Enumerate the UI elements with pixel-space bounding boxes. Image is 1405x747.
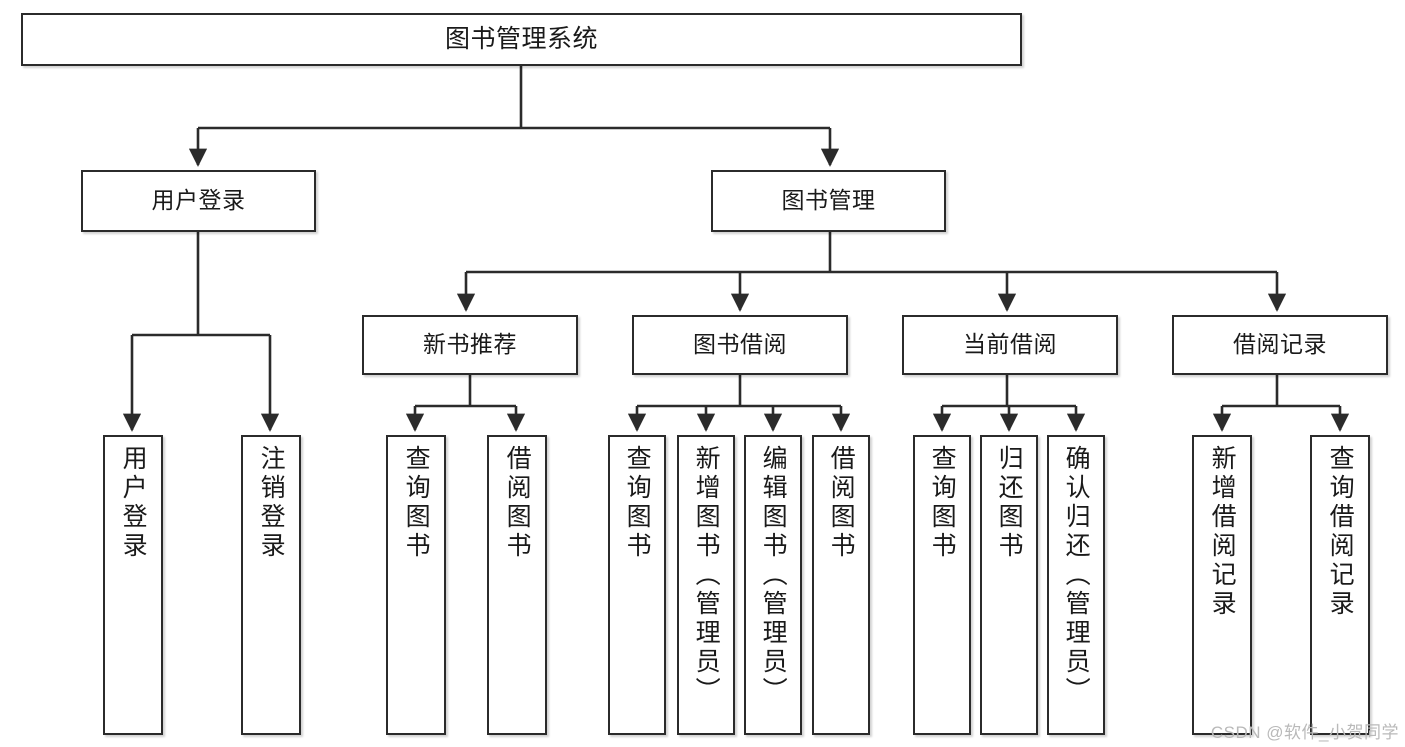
node-label: 新增借阅记录 [1208, 445, 1237, 619]
node-label: 归还图书 [995, 445, 1024, 561]
node-leaf-logout[interactable]: 注销登录 [241, 435, 301, 735]
node-leaf-query-books-current[interactable]: 查询图书 [913, 435, 971, 735]
node-leaf-borrow-books-new[interactable]: 借阅图书 [487, 435, 547, 735]
node-book-borrowing[interactable]: 图书借阅 [632, 315, 848, 375]
node-label: 查询图书 [928, 445, 957, 561]
node-leaf-return-books[interactable]: 归还图书 [980, 435, 1038, 735]
node-label: 查询借阅记录 [1326, 445, 1355, 619]
node-label: 图书借阅 [693, 331, 787, 358]
node-new-book-recommendation[interactable]: 新书推荐 [362, 315, 578, 375]
node-label: 新增图书（管理员） [692, 445, 721, 706]
node-leaf-query-books-new[interactable]: 查询图书 [386, 435, 446, 735]
node-label: 借阅记录 [1233, 331, 1327, 358]
node-leaf-query-borrow-record[interactable]: 查询借阅记录 [1310, 435, 1370, 735]
node-label: 注销登录 [257, 445, 286, 561]
node-label: 用户登录 [119, 445, 148, 561]
node-label: 查询图书 [623, 445, 652, 561]
node-current-borrowing[interactable]: 当前借阅 [902, 315, 1118, 375]
node-user-login[interactable]: 用户登录 [81, 170, 316, 232]
node-label: 借阅图书 [827, 445, 856, 561]
node-leaf-add-borrow-record[interactable]: 新增借阅记录 [1192, 435, 1252, 735]
node-root-book-management-system[interactable]: 图书管理系统 [21, 13, 1022, 66]
node-leaf-confirm-return-admin[interactable]: 确认归还（管理员） [1047, 435, 1105, 735]
node-label: 借阅图书 [503, 445, 532, 561]
node-label: 新书推荐 [423, 331, 517, 358]
node-label: 用户登录 [151, 187, 246, 214]
node-borrow-records[interactable]: 借阅记录 [1172, 315, 1388, 375]
node-label: 图书管理 [781, 187, 876, 214]
node-leaf-user-login[interactable]: 用户登录 [103, 435, 163, 735]
node-label: 编辑图书（管理员） [759, 445, 788, 706]
node-leaf-edit-book-admin[interactable]: 编辑图书（管理员） [744, 435, 802, 735]
node-book-management[interactable]: 图书管理 [711, 170, 946, 232]
node-label: 当前借阅 [963, 331, 1057, 358]
node-leaf-query-books-borrow[interactable]: 查询图书 [608, 435, 666, 735]
node-leaf-add-book-admin[interactable]: 新增图书（管理员） [677, 435, 735, 735]
node-label: 图书管理系统 [444, 24, 598, 53]
node-label: 查询图书 [402, 445, 431, 561]
node-label: 确认归还（管理员） [1062, 445, 1091, 706]
node-leaf-borrow-books[interactable]: 借阅图书 [812, 435, 870, 735]
